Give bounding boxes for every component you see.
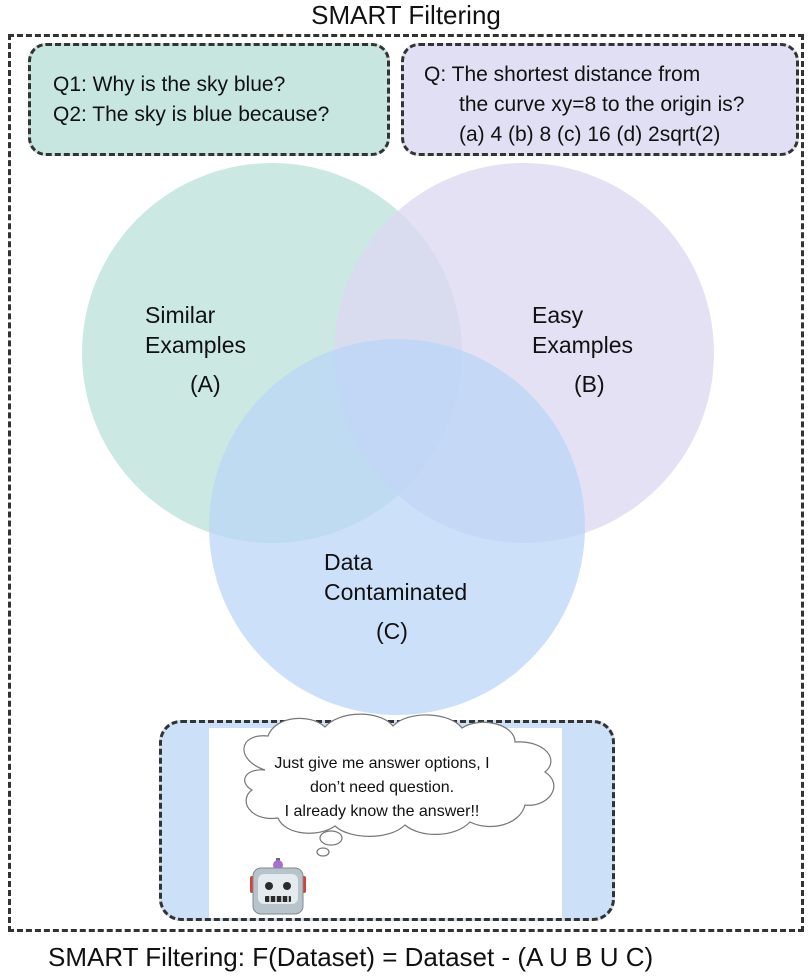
venn-label-b-line1: Easy <box>532 302 584 328</box>
diagram-title: SMART Filtering <box>311 0 501 30</box>
venn-label-c-line1: Data <box>324 549 373 575</box>
thought-line3: I already know the answer!! <box>284 803 480 820</box>
outer-dashed-frame <box>8 34 804 932</box>
thought-line2: don’t need question. <box>309 779 455 796</box>
easy-question-line1: Q: The shortest distance from <box>424 63 701 86</box>
easy-question-options: (a) 4 (b) 8 (c) 16 (d) 2sqrt(2) <box>459 123 721 146</box>
venn-tag-c: (C) <box>376 618 408 644</box>
easy-question-line2: the curve xy=8 to the origin is? <box>459 93 745 116</box>
similar-q2: Q2: The sky is blue because? <box>53 103 330 126</box>
similar-examples-box: Q1: Why is the sky blue? Q2: The sky is … <box>28 43 390 156</box>
venn-circle-c <box>209 339 585 715</box>
venn-label-a: Similar Examples (A) <box>145 300 246 399</box>
venn-label-c-line2: Contaminated <box>324 579 468 605</box>
venn-tag-a: (A) <box>190 371 221 397</box>
thought-cloud <box>243 713 555 857</box>
venn-label-c: Data Contaminated (C) <box>324 547 467 646</box>
similar-q1: Q1: Why is the sky blue? <box>53 73 286 96</box>
thought-line1: Just give me answer options, I <box>274 755 490 772</box>
robot-icon <box>250 858 306 915</box>
venn-label-a-line2: Examples <box>145 332 246 358</box>
thought-text: Just give me answer options, I don’t nee… <box>232 752 532 824</box>
venn-tag-b: (B) <box>574 371 605 397</box>
venn-label-b-line2: Examples <box>532 332 633 358</box>
easy-example-box: Q: The shortest distance from the curve … <box>401 43 799 156</box>
venn-label-b: Easy Examples (B) <box>532 300 633 399</box>
filtering-formula: SMART Filtering: F(Dataset) = Dataset - … <box>48 942 654 972</box>
venn-label-a-line1: Similar <box>145 302 216 328</box>
